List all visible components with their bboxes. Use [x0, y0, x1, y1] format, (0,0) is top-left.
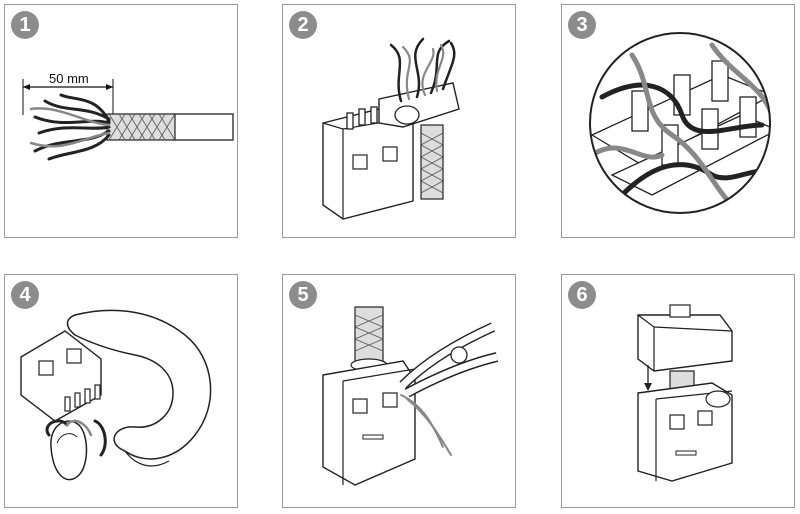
step-number-badge: 4	[11, 281, 39, 309]
step-number-badge: 2	[289, 11, 317, 39]
step-number-badge: 5	[289, 281, 317, 309]
insert-wires-illustration	[322, 37, 460, 220]
step-5-panel: 5	[282, 274, 516, 508]
step-number-badge: 6	[568, 281, 596, 309]
measurement-label: 50 mm	[49, 71, 89, 86]
press-wires-by-hand-illustration	[20, 309, 212, 481]
wire-seating-closeup-illustration	[589, 32, 771, 214]
step-number-badge: 1	[11, 11, 39, 39]
attach-cap-illustration	[637, 304, 733, 482]
step-4-panel: 4	[4, 274, 238, 508]
step-3-panel: 3	[561, 4, 795, 238]
step-6-panel: 6	[561, 274, 795, 508]
cut-excess-wires-illustration	[322, 306, 499, 486]
step-number-badge: 3	[568, 11, 596, 39]
cable-stripping-illustration	[22, 79, 234, 161]
step-1-panel: 1 50 mm	[4, 4, 238, 238]
step-2-panel: 2	[282, 4, 516, 238]
